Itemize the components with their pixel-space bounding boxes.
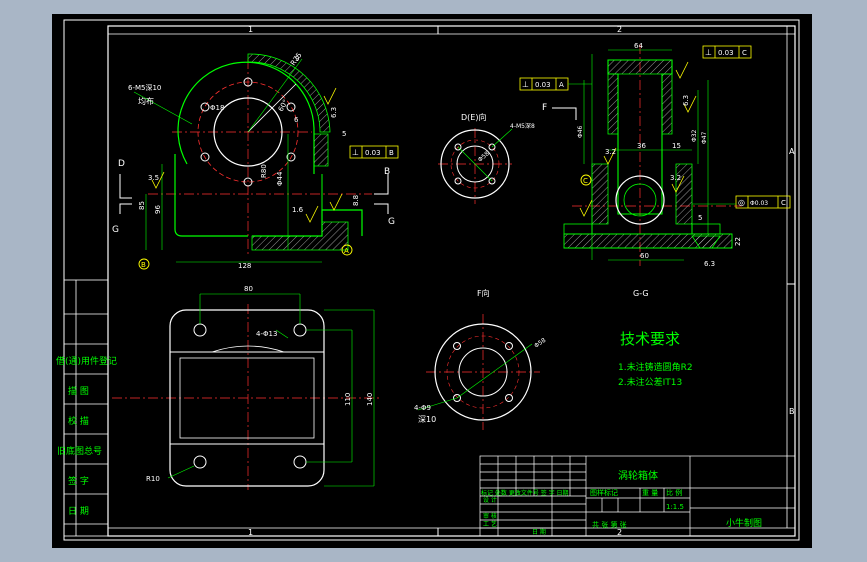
drawing-frame bbox=[63, 19, 800, 541]
dim-gg-h46: Φ46 bbox=[577, 125, 584, 138]
dim-h85: 85 bbox=[138, 201, 146, 210]
title-row-process: 工 艺 bbox=[483, 520, 497, 528]
top-callout: 4-Φ13 bbox=[256, 330, 277, 338]
dim-r80: R80 bbox=[260, 164, 268, 178]
view-f-depth: 深10 bbox=[418, 415, 436, 424]
gdt-perp-datum: B bbox=[389, 149, 394, 157]
dim-gap: 8.8 bbox=[352, 195, 360, 206]
callout-6-holes: 6-M5深10 bbox=[128, 83, 161, 92]
roughness-35: 3.5 bbox=[148, 174, 159, 182]
view-f-dim: Φ58 bbox=[533, 337, 547, 350]
title-col-weight: 重 量 bbox=[642, 489, 658, 497]
gdt-right-tol: Φ0.03 bbox=[750, 200, 768, 207]
tech-req-item-2: 2.未注公差IT13 bbox=[618, 376, 682, 388]
section-letter-g2: G bbox=[388, 217, 395, 227]
dim-phi44: Φ44 bbox=[276, 171, 284, 186]
title-row-design: 设 计 bbox=[483, 496, 497, 504]
gdt-top-sym: ⊥ bbox=[705, 48, 712, 57]
title-maker: 小牛制图 bbox=[726, 517, 762, 529]
dim-angle: 60° bbox=[277, 98, 290, 113]
roughness-gg-32: 3.2 bbox=[605, 148, 616, 156]
title-col-mark: 图样标记 bbox=[590, 488, 618, 497]
top-dim-h2: 140 bbox=[366, 393, 374, 406]
dim-h96: 96 bbox=[154, 205, 162, 214]
roughness-63: 6.3 bbox=[330, 107, 338, 118]
gdt-left-tol: 0.03 bbox=[535, 81, 551, 89]
dim-gg-h47: Φ47 bbox=[701, 131, 708, 144]
gdt-right-sym: ◎ bbox=[738, 198, 745, 207]
section-letter-f: F bbox=[542, 103, 547, 113]
dim-gg-h5: 5 bbox=[698, 214, 702, 222]
zone-top-1: 1 bbox=[248, 25, 253, 34]
datum-b-label: B bbox=[141, 261, 146, 269]
tech-req-title: 技术要求 bbox=[620, 330, 680, 348]
tech-req-item-1: 1.未注铸造圆角R2 bbox=[618, 361, 693, 373]
top-view bbox=[112, 293, 382, 490]
title-block bbox=[479, 455, 796, 537]
gdt-top-datum: C bbox=[742, 49, 747, 57]
dim-gg-w15: 15 bbox=[672, 142, 681, 150]
roughness-gg-63a: 6.3 bbox=[682, 95, 690, 106]
gdt-right-datum: C bbox=[781, 199, 786, 207]
section-gg bbox=[519, 44, 791, 266]
title-col-scale: 比 例 bbox=[666, 488, 682, 497]
title-row-header: 标记 处数 更改文件号 签 字 日期 bbox=[481, 489, 569, 497]
strip-label-register: 借(通)用件登记 bbox=[56, 355, 117, 367]
zone-bottom-1: 1 bbox=[248, 528, 253, 537]
title-scale: 1:1.5 bbox=[666, 503, 684, 511]
dim-gg-w60: 60 bbox=[640, 252, 649, 260]
dim-t9: 9 bbox=[295, 55, 299, 63]
gdt-top-tol: 0.03 bbox=[718, 49, 734, 57]
datum-c-label: C bbox=[583, 177, 588, 185]
left-strip bbox=[63, 279, 109, 537]
section-letter-d: D bbox=[118, 159, 125, 169]
strip-label-date: 日 期 bbox=[68, 506, 89, 517]
view-f bbox=[417, 314, 540, 430]
top-dim-w: 80 bbox=[244, 285, 253, 293]
cad-drawing: 1 2 1 2 A B 借(通)用件登记 描 图 校 描 旧底图总号 签 字 日… bbox=[56, 19, 800, 541]
section-gg-title: G-G bbox=[633, 289, 649, 298]
zone-right-b: B bbox=[789, 407, 795, 416]
section-letter-g: G bbox=[112, 225, 119, 235]
title-approve-date: 日 期 bbox=[532, 528, 546, 536]
dim-t6: 6 bbox=[294, 116, 299, 124]
title-sheet: 共 张 第 张 bbox=[592, 520, 627, 529]
view-f-callout: 4-Φ9 bbox=[414, 404, 431, 412]
gdt-left-datum: A bbox=[559, 81, 564, 89]
section-letter-b: B bbox=[384, 167, 390, 177]
strip-label-old-no: 旧底图总号 bbox=[57, 445, 102, 457]
dim-d18: Φ18 bbox=[210, 104, 224, 112]
top-radius: R10 bbox=[146, 475, 160, 483]
roughness-16: 1.6 bbox=[292, 206, 304, 214]
roughness-gg-32b: 3.2 bbox=[670, 174, 681, 182]
gdt-perp-tol: 0.03 bbox=[365, 149, 381, 157]
title-row-review: 审 核 bbox=[483, 512, 497, 520]
view-d bbox=[438, 128, 513, 204]
view-f-title: F向 bbox=[477, 288, 490, 298]
gdt-left-sym: ⊥ bbox=[522, 80, 529, 89]
drawing-viewport[interactable]: 1 2 1 2 A B 借(通)用件登记 描 图 校 描 旧底图总号 签 字 日… bbox=[52, 14, 812, 548]
top-dim-h1: 110 bbox=[344, 393, 352, 406]
gdt-perp-sym: ⊥ bbox=[352, 148, 359, 157]
dim-gg-w36: 36 bbox=[637, 142, 646, 150]
view-d-callout: 4-M5深8 bbox=[510, 122, 535, 130]
strip-label-check: 校 描 bbox=[68, 415, 89, 427]
view-d-title: D(E)向 bbox=[461, 112, 486, 122]
dim-t5: 5 bbox=[342, 130, 346, 138]
zone-right-a: A bbox=[789, 147, 795, 156]
dim-gg-h32: Φ32 bbox=[691, 129, 698, 142]
callout-even: 均布 bbox=[138, 96, 154, 106]
datum-a-label: A bbox=[344, 247, 349, 255]
zone-top-2: 2 bbox=[617, 25, 622, 34]
dim-gg-w64: 64 bbox=[634, 42, 643, 50]
strip-label-trace: 描 图 bbox=[68, 385, 89, 397]
strip-label-sign: 签 字 bbox=[68, 475, 89, 487]
zone-bottom-2: 2 bbox=[617, 528, 622, 537]
dim-w128: 128 bbox=[238, 262, 251, 270]
title-part-name: 涡轮箱体 bbox=[618, 469, 658, 482]
front-view bbox=[119, 53, 399, 270]
roughness-gg-63b: 6.3 bbox=[704, 260, 715, 268]
dim-gg-h22: 22 bbox=[734, 237, 742, 246]
